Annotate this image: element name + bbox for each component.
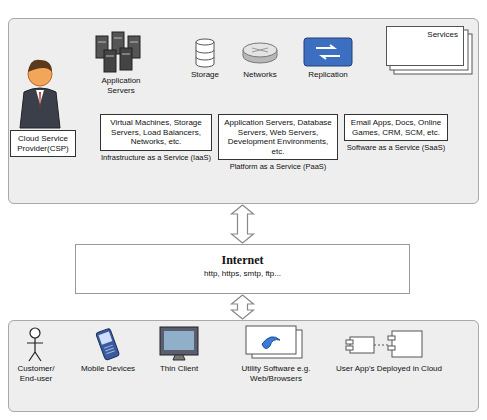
node-text: Virtual Machines, Storage Servers, Load … — [100, 114, 212, 151]
node-heading: Software as a Service (SaaS) — [344, 143, 448, 152]
double-arrow — [232, 205, 254, 243]
node-text: Email Apps, Docs, Online Games, CRM, SCM… — [344, 114, 448, 141]
icon-label: Storage — [180, 70, 230, 80]
browser-windows — [246, 326, 302, 358]
icon-label: Mobile Devices — [80, 364, 136, 374]
node-heading: Platform as a Service (PaaS) — [218, 162, 338, 171]
internet-box: Internet http, https, smtp, ftp... — [75, 244, 410, 294]
network-disc — [243, 43, 277, 63]
node-text: Cloud Service Provider(CSP) — [13, 134, 73, 153]
services-page: Services — [386, 26, 464, 66]
icon-label: Thin Client — [150, 364, 208, 374]
stick-figure — [27, 328, 43, 361]
icon-label: Utility Software e.g. Web/Browsers — [228, 364, 324, 383]
icon-label: Networks — [235, 70, 285, 80]
replication-icon — [304, 38, 352, 66]
double-arrow — [232, 295, 254, 319]
node-text: Services — [392, 30, 458, 40]
node-text: Internet — [76, 253, 409, 267]
icon-label: Replication — [298, 70, 358, 80]
service-layer: Email Apps, Docs, Online Games, CRM, SCM… — [344, 114, 448, 152]
icon-label: Customer/ End-user — [8, 364, 64, 383]
client-panel-ground — [8, 320, 479, 412]
mobile-phone — [96, 328, 120, 360]
cloud-panel-ground — [8, 18, 479, 204]
person-icon — [20, 60, 60, 128]
service-layer: Virtual Machines, Storage Servers, Load … — [100, 114, 212, 162]
icon-label: Application Servers — [90, 76, 152, 95]
node-text: Application Servers, Database Servers, W… — [218, 114, 338, 160]
server-icons — [96, 32, 140, 72]
storage-cylinder — [196, 39, 214, 67]
cloud-panel: Cloud Service Provider(CSP) ServicesVirtu… — [8, 18, 479, 204]
node-heading: http, https, smtp, ftp... — [76, 269, 409, 279]
service-layer: Application Servers, Database Servers, W… — [218, 114, 338, 171]
thin-client — [160, 327, 198, 360]
component-icons — [346, 331, 422, 357]
icon-label: User App's Deployed in Cloud — [334, 364, 444, 374]
node-heading: Infrastructure as a Service (IaaS) — [100, 153, 212, 162]
provider-box: Cloud Service Provider(CSP) — [10, 130, 76, 157]
